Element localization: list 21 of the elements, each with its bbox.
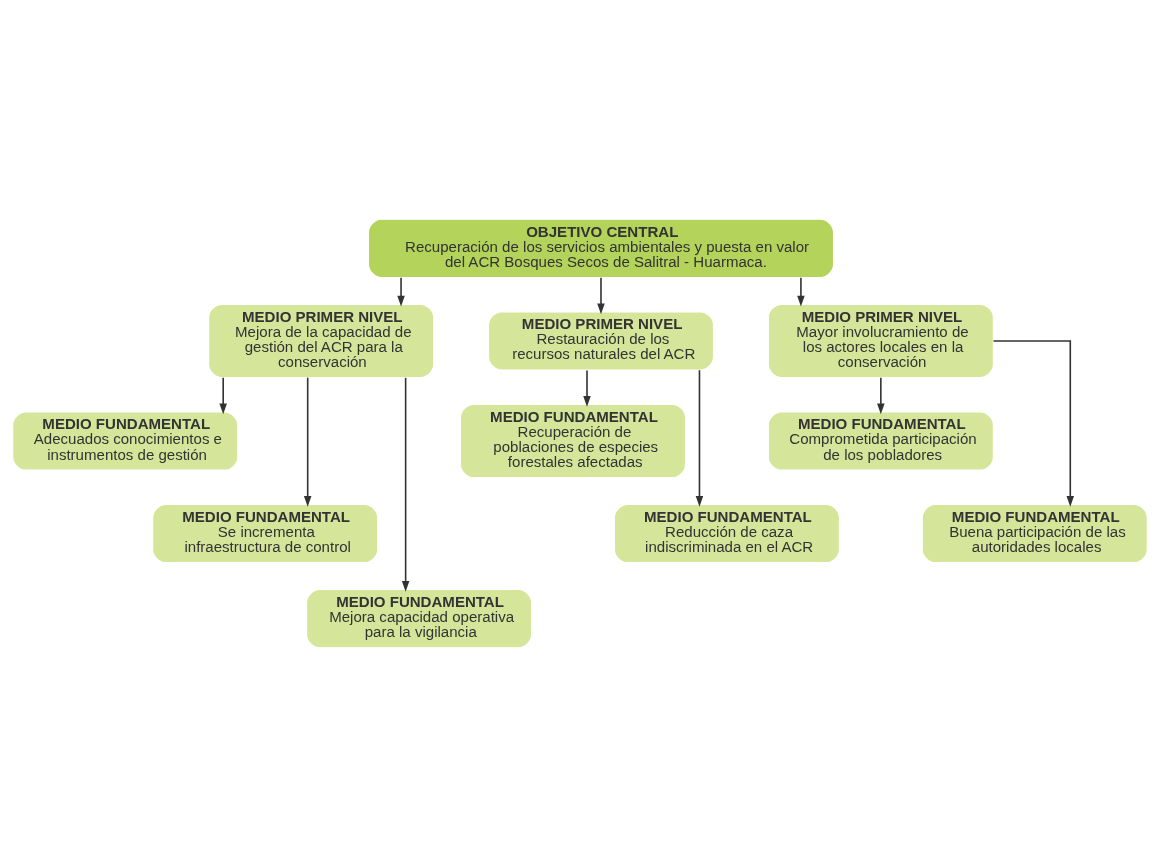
node-box: MEDIO PRIMER NIVEL Mejora de la capacidad de gestión del ACR para la conservación xyxy=(208,303,435,379)
node-box: MEDIO FUNDAMENTAL Comprometida participación de los pobladores xyxy=(767,411,994,471)
arrow xyxy=(303,376,312,507)
arrow xyxy=(219,376,227,415)
node-box: MEDIO FUNDAMENTAL Reducción de caza indiscriminada en el ACR xyxy=(613,504,840,564)
arrow xyxy=(597,276,605,315)
node-box: MEDIO FUNDAMENTAL Buena participación de las autoridades locales xyxy=(921,504,1148,564)
node-box: MEDIO PRIMER NIVEL Mayor involucramiento de los actores locales en la conservación xyxy=(767,303,994,379)
node-box: MEDIO FUNDAMENTAL Recuperación de poblaciones de especies forestales afectadas xyxy=(459,403,686,479)
node-box: MEDIO FUNDAMENTAL Adecuados conocimientos e instrumentos de gestión xyxy=(12,411,239,471)
arrow xyxy=(401,377,410,592)
arrow xyxy=(583,369,591,407)
arrow xyxy=(992,340,1075,507)
node-box: MEDIO FUNDAMENTAL Mejora capacidad operativa para la vigilancia xyxy=(306,589,533,649)
arrow xyxy=(397,276,405,307)
arrow xyxy=(877,376,885,415)
node-box: MEDIO PRIMER NIVEL Restauración de los recursos naturales del ACR xyxy=(487,311,714,371)
arrow xyxy=(695,369,704,507)
arrow xyxy=(797,276,805,307)
node-box: OBJETIVO CENTRAL Recuperación de los servicios ambientales y puesta en valor del ACR Bosques Secos de Salitral - Huarmaca. xyxy=(367,218,834,278)
node-box: MEDIO FUNDAMENTAL Se incrementa infraestructura de control xyxy=(152,504,379,564)
